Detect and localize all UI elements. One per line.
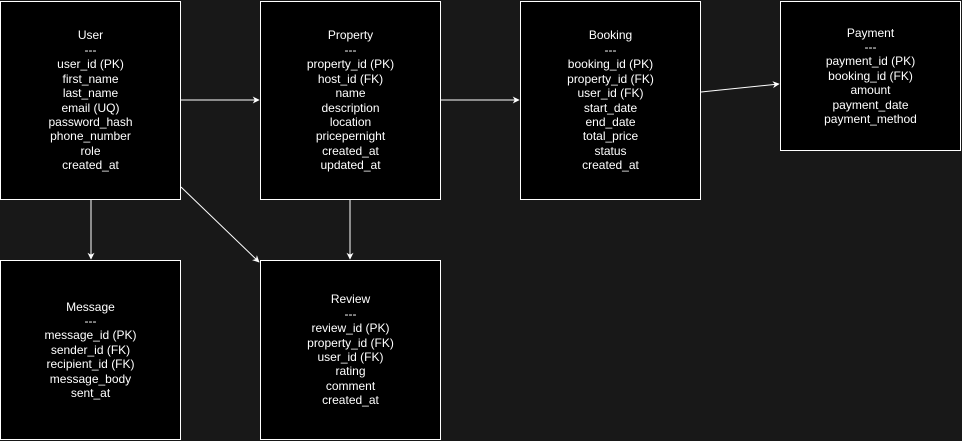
entity-field: property_id (FK) [567, 71, 654, 86]
entity-field: created_at [322, 393, 379, 408]
entity-title: Property [327, 28, 374, 43]
entity-field: total_price [582, 129, 639, 144]
entity-field: host_id (FK) [317, 71, 384, 86]
entity-field: start_date [583, 100, 638, 115]
entity-field: user_id (FK) [577, 86, 644, 101]
entity-separator: --- [84, 42, 97, 57]
entity-title: Review [330, 292, 371, 307]
entity-field: message_id (PK) [44, 328, 137, 343]
entity-title: User [77, 28, 104, 43]
entity-field: created_at [582, 158, 639, 173]
entity-field: description [321, 100, 380, 115]
entity-field: sent_at [70, 386, 111, 401]
entity-field: booking_id (PK) [567, 57, 654, 72]
entity-field: payment_method [824, 112, 917, 127]
entity-field: created_at [322, 143, 379, 158]
entity-field: booking_id (FK) [828, 68, 913, 83]
entity-field: property_id (FK) [307, 335, 394, 350]
entity-field: password_hash [48, 114, 133, 129]
entity-payment[interactable]: Payment --- payment_id (PK) booking_id (… [780, 1, 961, 151]
entity-field: amount [850, 83, 891, 98]
entity-field: end_date [585, 114, 636, 129]
entity-message[interactable]: Message --- message_id (PK) sender_id (F… [0, 260, 181, 440]
entity-field: name [335, 86, 366, 101]
entity-field: sender_id (FK) [50, 342, 131, 357]
entity-title: Message [66, 299, 115, 314]
entity-field: last_name [62, 86, 119, 101]
entity-separator: --- [864, 39, 877, 54]
edge-booking-payment[interactable] [700, 81, 780, 93]
entity-field: payment_id (PK) [825, 54, 916, 69]
entity-field: role [80, 143, 101, 158]
entity-user[interactable]: User --- user_id (PK) first_name last_na… [0, 1, 181, 200]
entity-field: email (UQ) [61, 100, 120, 115]
entity-title: Booking [588, 28, 633, 43]
entity-field: review_id (PK) [311, 321, 390, 336]
entity-review[interactable]: Review --- review_id (PK) property_id (F… [260, 260, 441, 440]
entity-separator: --- [84, 313, 97, 328]
entity-field: payment_date [832, 97, 909, 112]
edge-user-review[interactable] [180, 186, 260, 263]
entity-field: rating [335, 364, 366, 379]
entity-field: phone_number [50, 129, 131, 144]
entity-title: Payment [846, 25, 895, 40]
entity-separator: --- [344, 42, 357, 57]
entity-field: user_id (FK) [317, 350, 384, 364]
entity-property[interactable]: Property --- property_id (PK) host_id (F… [260, 1, 441, 200]
entity-field: recipient_id (FK) [46, 357, 135, 372]
entity-field: created_at [62, 158, 119, 173]
entity-field: location [329, 114, 372, 129]
entity-field: property_id (PK) [306, 57, 395, 72]
entity-separator: --- [604, 42, 617, 57]
entity-field: updated_at [320, 158, 381, 173]
entity-separator: --- [344, 306, 357, 321]
entity-field: status [594, 143, 627, 158]
entity-field: first_name [62, 71, 119, 86]
entity-field: user_id (PK) [57, 57, 124, 72]
entity-field: message_body [49, 371, 132, 386]
entity-field: pricepernight [315, 129, 386, 144]
entity-booking[interactable]: Booking --- booking_id (PK) property_id … [520, 1, 701, 200]
entity-field: comment [325, 378, 376, 393]
